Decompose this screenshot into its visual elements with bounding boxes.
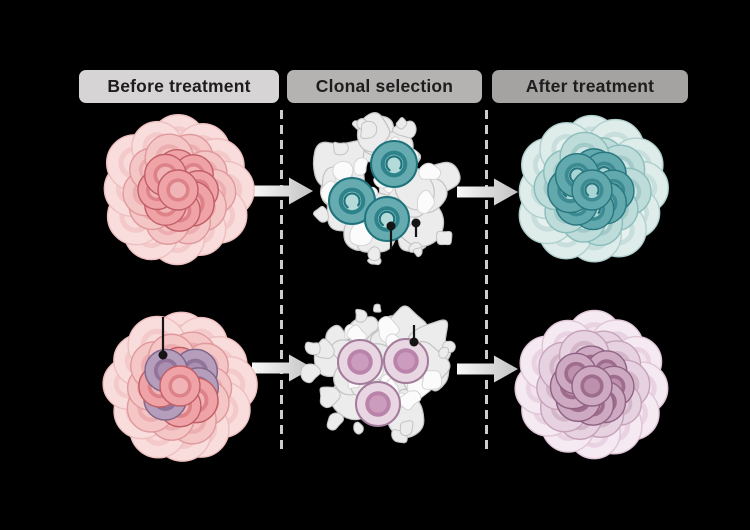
column-header-after-treatment: After treatment	[492, 70, 688, 103]
annotation-pin-dot	[158, 350, 168, 360]
transition-arrow-icon	[252, 177, 313, 205]
annotation-pin-dot	[386, 221, 396, 231]
transition-arrow-icon	[252, 354, 313, 382]
debris-clonal-selection-bottom	[300, 303, 456, 444]
column-header-before-treatment: Before treatment	[79, 70, 279, 103]
annotation-pin-dot	[409, 337, 419, 347]
tumor-subclone-after	[514, 309, 669, 460]
transition-arrow-icon	[457, 355, 518, 383]
tumor-resistant-after	[518, 114, 669, 263]
column-header-clonal-selection: Clonal selection	[287, 70, 482, 103]
debris-clonal-selection-top	[312, 111, 461, 266]
transition-arrow-icon	[457, 178, 518, 206]
tumor-sensitive-before	[103, 114, 255, 266]
tumor-with-subclones-before	[102, 311, 258, 462]
annotation-pin-dot	[411, 218, 421, 228]
